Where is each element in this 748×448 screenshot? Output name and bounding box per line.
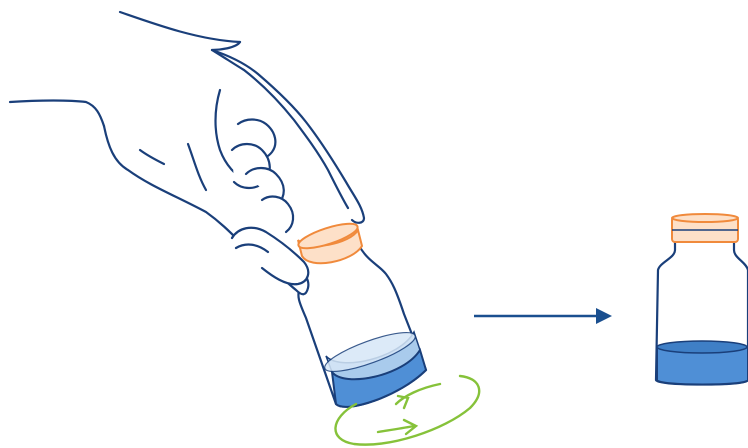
right-arrow-icon [474,308,612,324]
upright-vial-cap [672,214,738,242]
tilted-vial [296,219,426,407]
upright-vial-liquid-top [657,341,747,353]
upright-vial [656,214,748,385]
